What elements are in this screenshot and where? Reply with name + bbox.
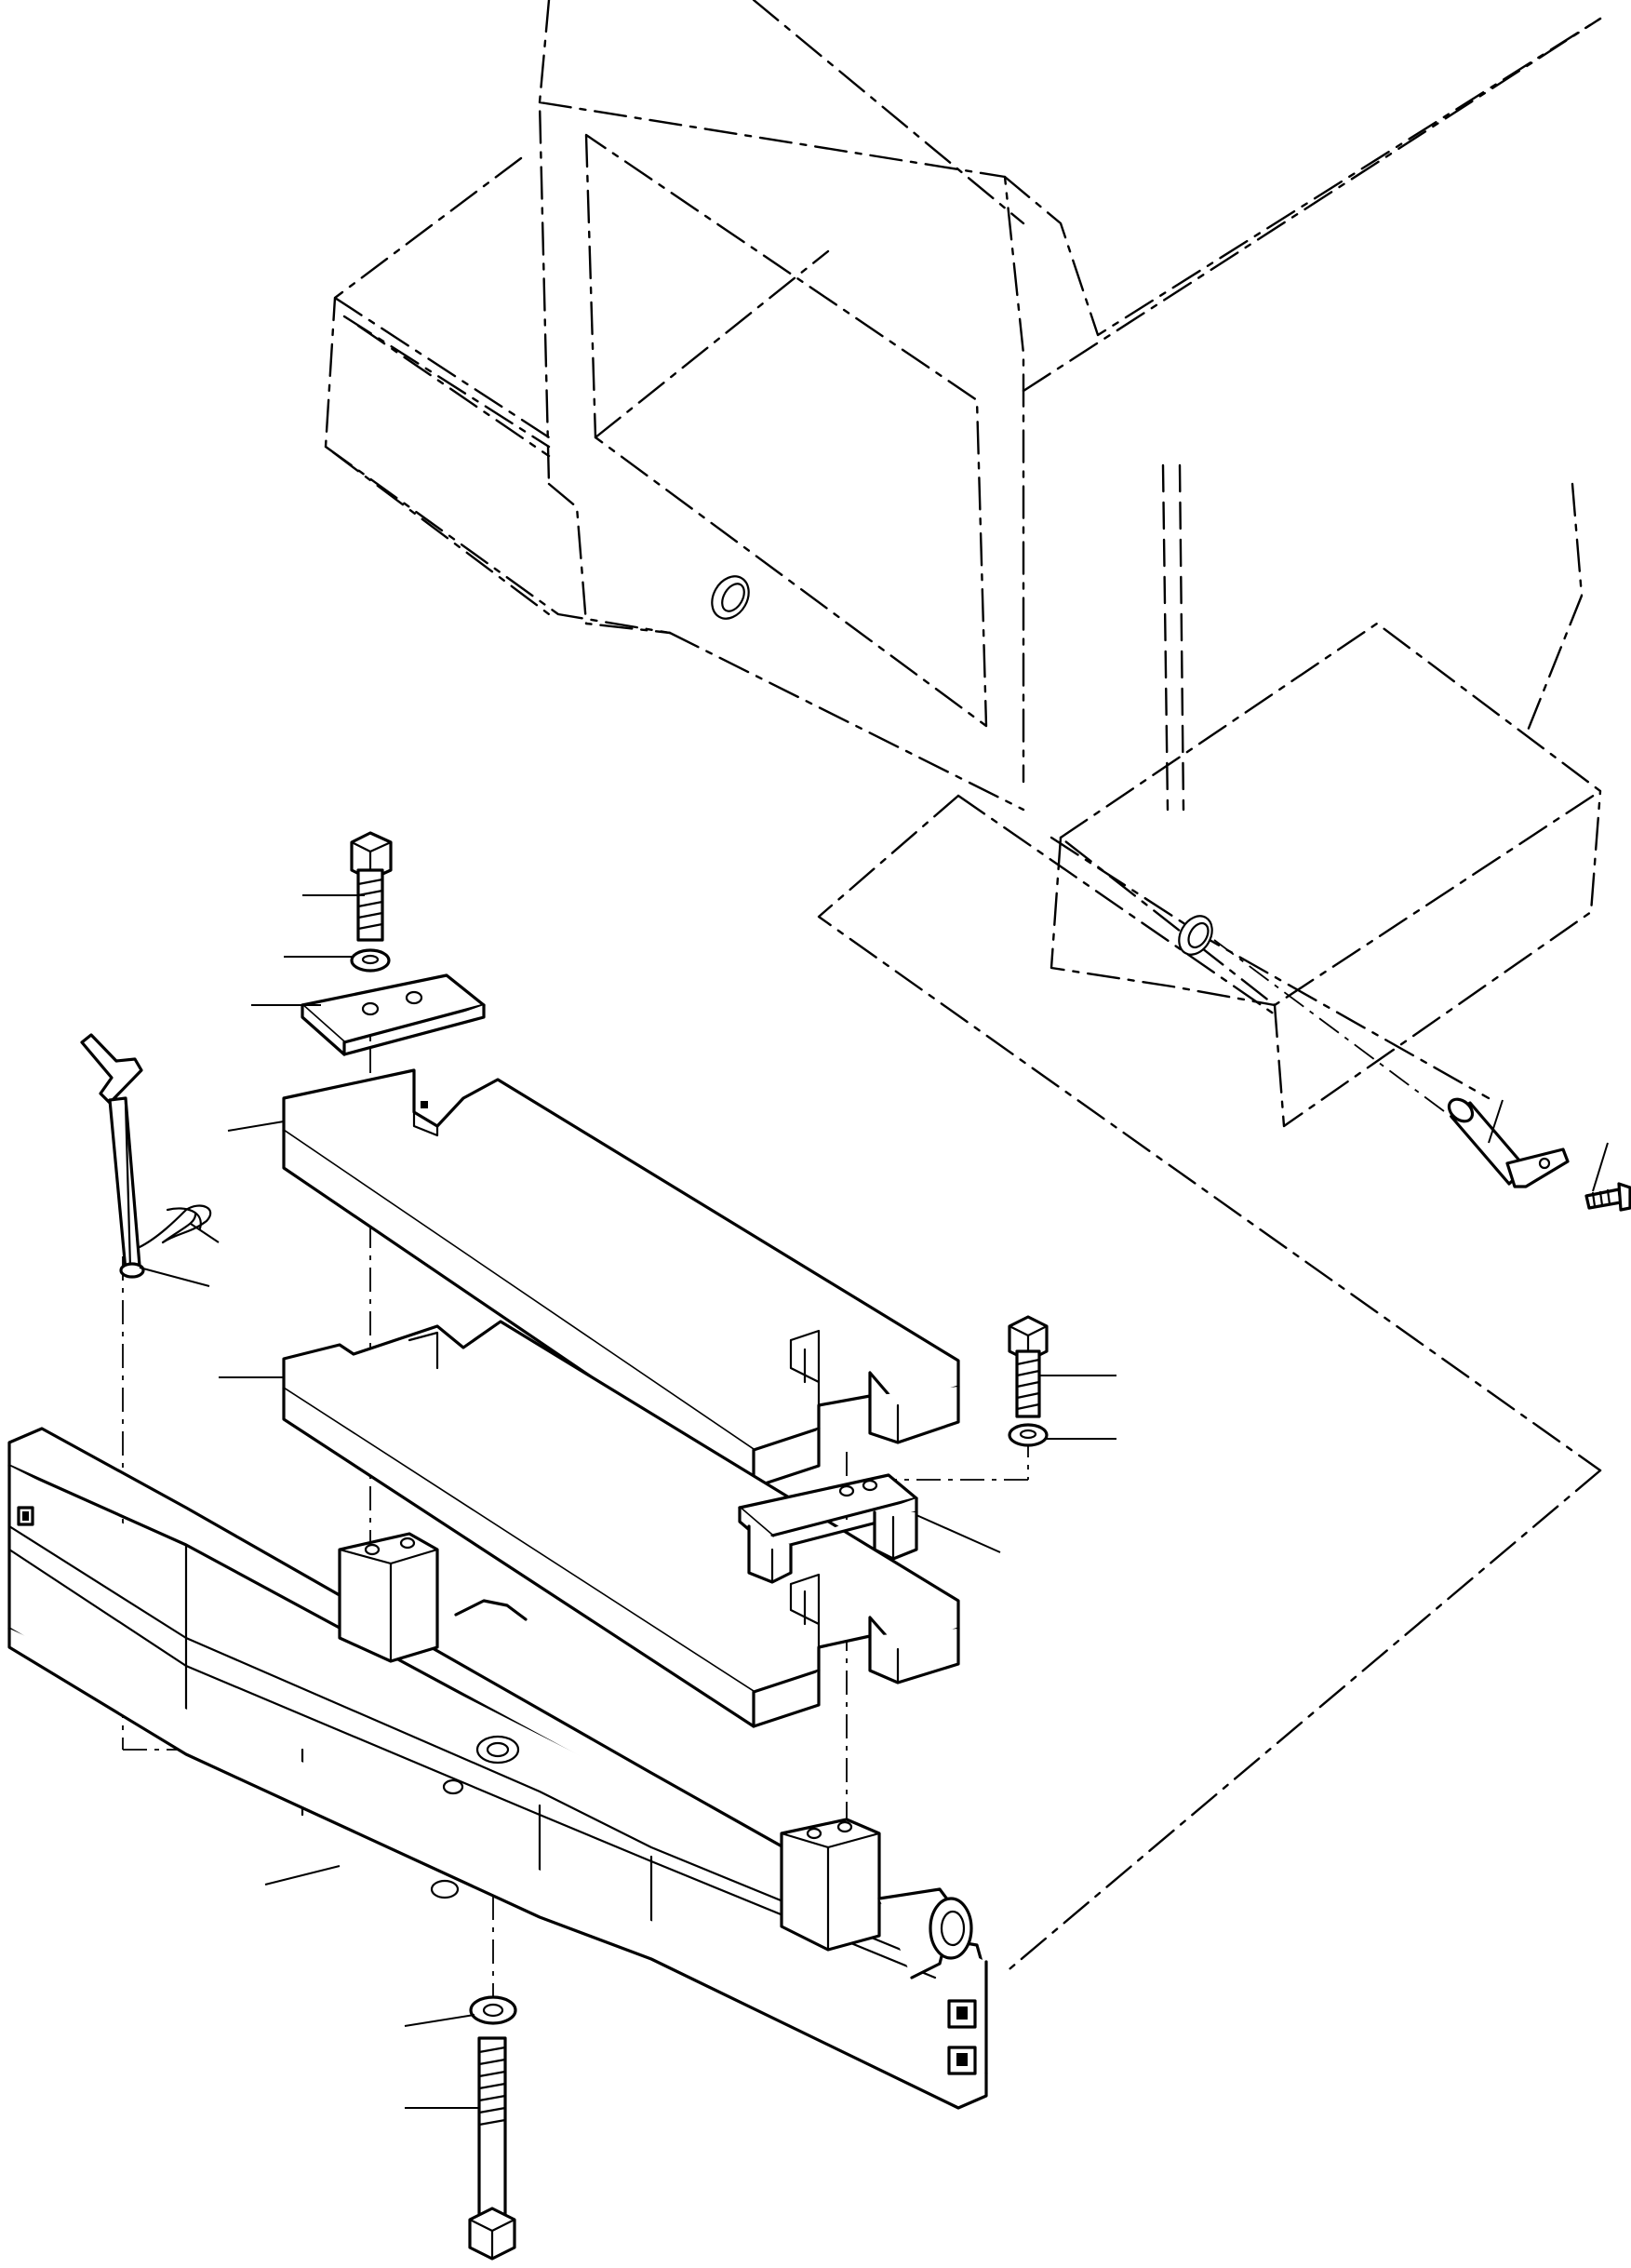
hex-bolt-long bbox=[468, 2036, 516, 2261]
mounting-pin bbox=[1447, 1097, 1570, 1188]
lynch-clip bbox=[138, 1204, 212, 1249]
counterweight-plate-upper bbox=[282, 1068, 960, 1489]
cap-screw bbox=[1584, 1182, 1631, 1212]
clamp-plate-lower bbox=[738, 1473, 918, 1584]
lock-washer bbox=[1008, 1423, 1049, 1447]
mounting-boss-left bbox=[338, 1532, 528, 1663]
mounting-boss-right bbox=[780, 1818, 973, 1979]
clamp-plate-upper bbox=[301, 973, 486, 1056]
hitch-pin bbox=[80, 1033, 145, 1279]
lock-washer bbox=[350, 948, 391, 973]
counterweight-plate-lower bbox=[282, 1320, 960, 1728]
bumper-beam bbox=[7, 1427, 988, 2110]
hex-bolt-right bbox=[1008, 1315, 1049, 1418]
leader-lines bbox=[139, 894, 1609, 2109]
tractor-chassis-outline bbox=[324, 0, 1602, 1975]
hex-bolt-upper bbox=[350, 831, 393, 942]
flat-washer bbox=[469, 1995, 517, 2025]
